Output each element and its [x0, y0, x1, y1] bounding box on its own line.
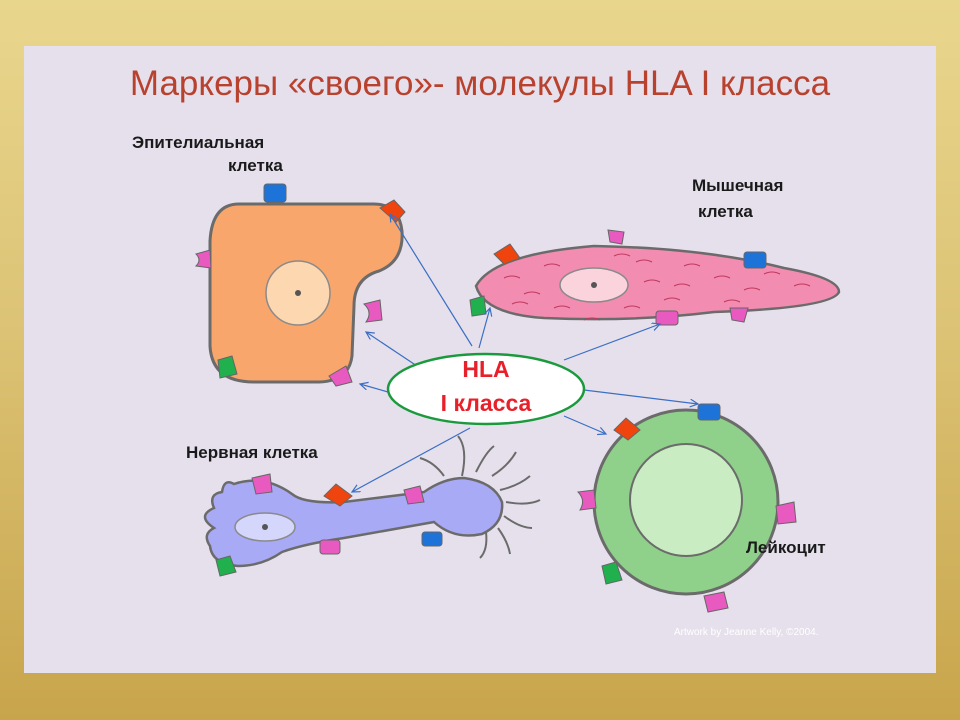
hla-marker-pink: [655, 310, 679, 326]
hla-marker-pink: [251, 473, 273, 495]
hla-marker-blue: [263, 183, 287, 203]
hla-marker-green: [469, 295, 487, 317]
hla-marker-pink: [362, 299, 383, 323]
hla-marker-red: [613, 417, 641, 441]
label-leukocyte: Лейкоцит: [746, 538, 826, 557]
hla-ellipse: [386, 352, 586, 426]
hla-marker-pink: [328, 365, 353, 387]
arrow-to-nerve: [352, 427, 471, 492]
hla-marker-pink: [703, 591, 729, 613]
arrow-to-epithelial-bottom: [360, 384, 389, 393]
hla-marker-blue: [697, 403, 721, 421]
label-muscle-line1: Мышечная: [692, 176, 784, 195]
nerve-cell: [203, 435, 541, 577]
arrow-to-muscle-bottom: [563, 324, 660, 361]
hla-marker-red: [493, 243, 521, 265]
hla-class-label: I класса: [440, 390, 532, 416]
arrow-to-epithelial-side: [366, 332, 421, 369]
arrow-to-epithelial-top: [390, 214, 473, 347]
muscle-cell: [469, 229, 841, 326]
hla-marker-green: [215, 555, 237, 577]
hla-marker-green: [217, 355, 238, 379]
hla-marker-pink: [729, 307, 749, 323]
arrow-to-muscle-left: [478, 308, 490, 349]
hla-diagram: [194, 183, 841, 613]
hla-ellipse-text: HLA I класса: [386, 354, 586, 426]
hla-marker-blue: [421, 531, 443, 547]
hla-marker-green: [601, 561, 623, 585]
leukocyte: [576, 403, 797, 613]
label-muscle-line2: клетка: [698, 202, 753, 221]
epithelial-cell: [194, 183, 406, 387]
arrows: [352, 214, 698, 492]
label-epithelial-line1: Эпителиальная: [132, 133, 265, 152]
hla-marker-pink: [319, 539, 341, 555]
hla-marker-blue: [743, 251, 767, 269]
arrow-to-leukocyte-side: [563, 415, 606, 434]
hla-label: HLA: [462, 356, 510, 382]
label-epithelial-line2: клетка: [228, 156, 283, 175]
slide-title: Маркеры «своего»- молекулы HLA I класса: [129, 64, 831, 103]
label-nerve: Нервная клетка: [186, 443, 318, 462]
hla-marker-pink: [607, 229, 625, 245]
hla-marker-pink: [576, 489, 597, 511]
hla-marker-red: [323, 483, 353, 507]
hla-marker-pink: [775, 501, 797, 525]
hla-marker-pink: [194, 249, 212, 269]
slide: Маркеры «своего»- молекулы HLA I класса: [24, 46, 936, 673]
hla-marker-pink: [403, 485, 425, 505]
arrow-to-leukocyte-top: [583, 389, 698, 404]
artwork-credit: Artwork by Jeanne Kelly, ©2004.: [674, 627, 819, 638]
